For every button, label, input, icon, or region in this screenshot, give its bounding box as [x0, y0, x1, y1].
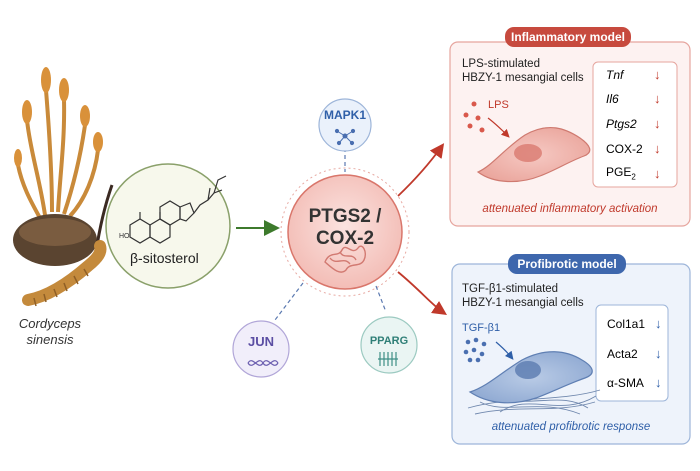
target-halo: [280, 167, 410, 297]
marker-acta2: Acta2 ↓: [607, 346, 662, 361]
marker-label: Ptgs2: [606, 116, 637, 131]
down-arrow-icon: ↓: [654, 141, 661, 156]
cell-icon: [468, 351, 593, 404]
protein-icon: [324, 245, 367, 273]
target-label: PTGS2 / COX-2: [290, 206, 400, 250]
marker-cox2: COX-2 ↓: [606, 141, 661, 156]
profibrotic-marker-box: [595, 304, 669, 402]
inflammatory-marker-box: [592, 61, 678, 188]
pge-text: PGE: [606, 165, 632, 179]
marker-label: Col1a1: [607, 316, 646, 331]
pge-subscript: 2: [631, 172, 636, 182]
target-to-inflammatory-arrow: [397, 143, 445, 197]
marker-label: PGE2: [606, 165, 654, 181]
jun-label: JUN: [247, 334, 274, 349]
jun-connector: [274, 282, 304, 321]
mapk1-label: MAPK1: [323, 108, 366, 122]
profibrotic-desc-line1: TGF-β1-stimulated: [462, 283, 559, 295]
down-arrow-icon: ↓: [655, 375, 662, 390]
marker-asma: α-SMA ↓: [607, 375, 662, 390]
inflammatory-title-bg: [505, 27, 631, 47]
profibrotic-outcome: attenuated profibrotic response: [491, 421, 651, 433]
marker-label: Tnf: [606, 67, 624, 82]
lps-label: LPS: [488, 99, 509, 111]
inflammatory-outcome: attenuated inflammatory activation: [482, 203, 658, 215]
pparg-label: PPARG: [369, 335, 409, 347]
marker-col1a1: Col1a1 ↓: [607, 316, 662, 331]
down-arrow-icon: ↓: [654, 67, 661, 82]
pparg-connector: [375, 285, 387, 313]
profibrotic-desc: TGF-β1-stimulated HBZY-1 mesangial cells: [462, 282, 584, 310]
target-line2: COX-2: [315, 228, 375, 249]
down-arrow-icon: ↓: [654, 116, 661, 131]
tgf-particles: [463, 337, 487, 363]
compound-circle: [105, 163, 231, 289]
cordyceps-icon: [13, 67, 114, 307]
marker-il6: Il6 ↓: [606, 91, 661, 106]
marker-label: COX-2: [606, 141, 643, 156]
network-icon: [334, 128, 356, 146]
marker-ptgs2: Ptgs2 ↓: [606, 116, 661, 131]
pparg-node: [360, 316, 418, 374]
jun-node: [232, 320, 290, 378]
lps-particles: [463, 101, 485, 133]
lps-arrow: [487, 117, 510, 138]
target-to-profibrotic-arrow: [397, 271, 447, 315]
target-circle: [287, 174, 403, 290]
dna-icon: [247, 360, 279, 366]
inflammatory-desc-line2: HBZY-1 mesangial cells: [462, 72, 584, 84]
ho-label: HO: [119, 233, 130, 240]
profibrotic-title: Profibrotic model: [517, 257, 617, 271]
down-arrow-icon: ↓: [654, 165, 661, 181]
inflammatory-desc-line1: LPS-stimulated: [462, 58, 540, 70]
marker-tnf: Tnf ↓: [606, 67, 661, 82]
marker-label: Acta2: [607, 346, 638, 361]
down-arrow-icon: ↓: [655, 346, 662, 361]
profibrotic-title-bg: [508, 254, 626, 274]
down-arrow-icon: ↓: [654, 91, 661, 106]
tgf-arrow: [495, 341, 514, 360]
inflammatory-desc: LPS-stimulated HBZY-1 mesangial cells: [462, 57, 584, 85]
tgf-label: TGF-β1: [462, 322, 501, 334]
receptor-icon: [378, 352, 398, 366]
inflammatory-title: Inflammatory model: [510, 30, 626, 44]
steroid-structure-icon: [129, 175, 227, 244]
marker-label: Il6: [606, 91, 619, 106]
source-name-line2: sinensis: [26, 332, 74, 347]
down-arrow-icon: ↓: [655, 316, 662, 331]
compound-name: β-sitosterol: [130, 250, 199, 266]
profibrotic-desc-line2: HBZY-1 mesangial cells: [462, 297, 584, 309]
cell-icon: [476, 127, 591, 183]
mapk1-node: [318, 98, 372, 152]
target-line1: PTGS2 /: [308, 206, 382, 227]
marker-label: α-SMA: [607, 375, 644, 390]
marker-pge2: PGE2 ↓: [606, 165, 661, 181]
source-name-line1: Cordyceps: [18, 316, 82, 331]
source-label: Cordyceps sinensis: [12, 316, 88, 348]
